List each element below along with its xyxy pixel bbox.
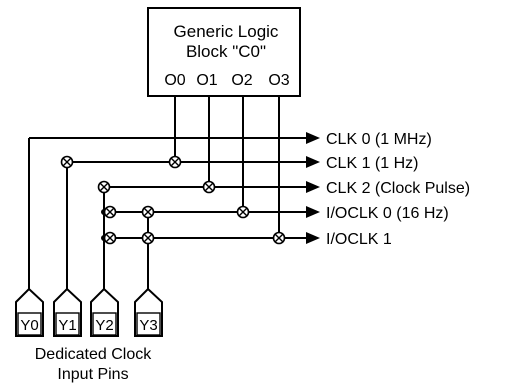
input-pin-label: Y0 <box>20 317 38 334</box>
input-pins-caption: Dedicated Clock Input Pins <box>35 346 153 383</box>
wires <box>28 96 306 290</box>
connection-cross <box>202 180 216 194</box>
output-label-clk2: CLK 2 (Clock Pulse) <box>326 180 470 197</box>
block-pin-o0: O0 <box>164 72 185 89</box>
output-label-ioclk0: I/OCLK 0 (16 Hz) <box>326 205 449 222</box>
input-pin-y2: Y2 <box>90 287 119 337</box>
output-label-clk0: CLK 0 (1 MHz) <box>326 131 432 148</box>
block-pin-o2: O2 <box>231 72 252 89</box>
arrow-clk2 <box>306 181 320 193</box>
logic-block-box <box>147 7 301 97</box>
block-pin-o1: O1 <box>196 72 217 89</box>
arrow-ioclk1 <box>306 232 320 244</box>
block-title-line2: Block "C0" <box>186 42 266 61</box>
arrow-ioclk0 <box>306 206 320 218</box>
output-arrows <box>306 132 320 244</box>
connection-cross <box>141 205 155 219</box>
programmable-connections <box>60 155 286 245</box>
input-pin-y1: Y1 <box>53 287 82 337</box>
connection-cross <box>168 155 182 169</box>
input-pin-y3: Y3 <box>134 287 163 337</box>
connection-cross <box>141 231 155 245</box>
arrow-clk1 <box>306 156 320 168</box>
output-label-ioclk1: I/OCLK 1 <box>326 231 392 248</box>
connection-cross <box>236 205 250 219</box>
input-pins: Y0 Y1 Y2 Y3 <box>15 287 163 337</box>
block-title-line1: Generic Logic <box>174 22 279 41</box>
connection-cross <box>103 205 117 219</box>
arrow-clk0 <box>306 132 320 144</box>
connection-cross <box>103 231 117 245</box>
generic-logic-block: Generic Logic Block "C0" O0 O1 O2 O3 <box>147 7 301 97</box>
block-pin-o3: O3 <box>268 72 289 89</box>
caption-line1: Dedicated Clock <box>35 346 153 363</box>
input-pin-label: Y2 <box>95 317 113 334</box>
output-labels: CLK 0 (1 MHz) CLK 1 (1 Hz) CLK 2 (Clock … <box>326 131 470 248</box>
input-pin-y0: Y0 <box>15 287 44 337</box>
input-pin-label: Y1 <box>58 317 76 334</box>
connection-cross <box>97 180 111 194</box>
output-label-clk1: CLK 1 (1 Hz) <box>326 155 418 172</box>
caption-line2: Input Pins <box>57 366 128 383</box>
input-pin-label: Y3 <box>139 317 157 334</box>
connection-cross <box>272 231 286 245</box>
connection-cross <box>60 155 74 169</box>
